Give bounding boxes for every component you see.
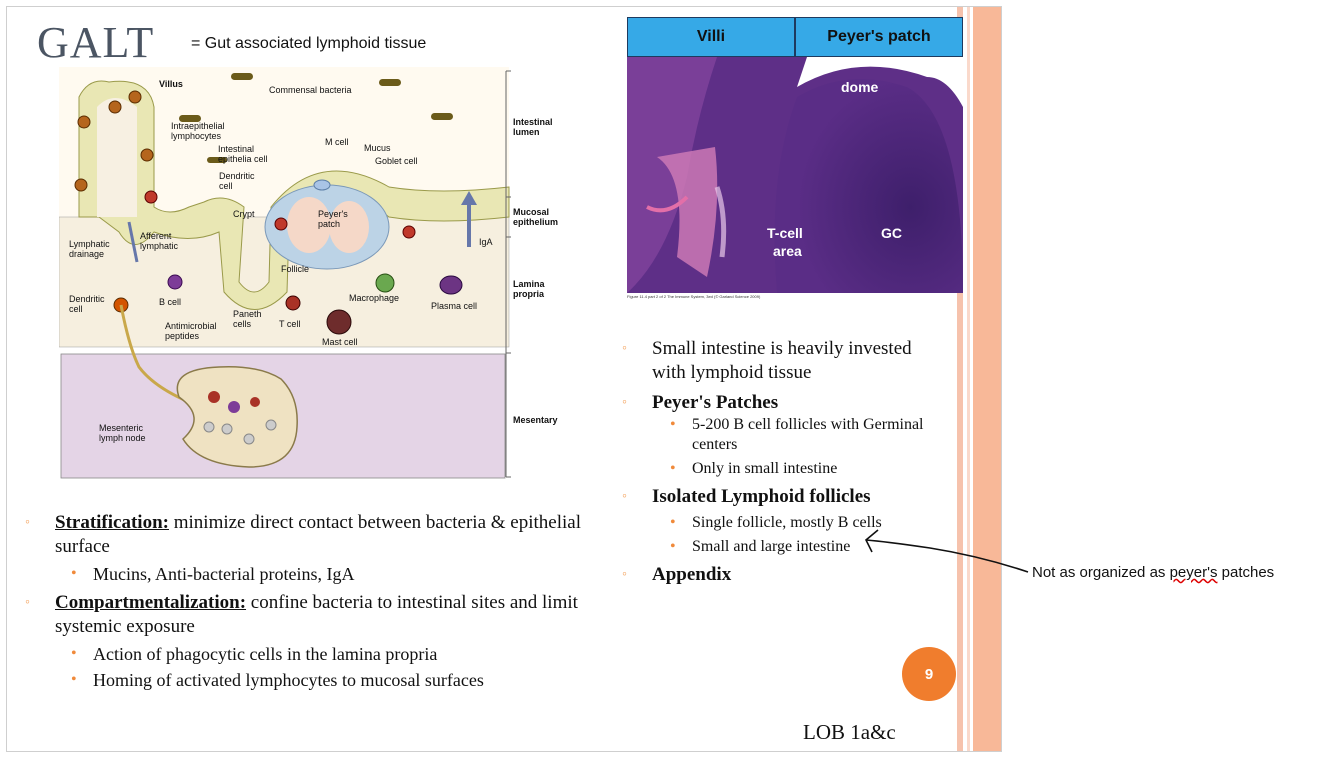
svg-text:propria: propria xyxy=(513,289,545,299)
svg-text:Mesentary: Mesentary xyxy=(513,415,558,425)
bullet-small-intestine: Small intestine is heavily invested with… xyxy=(622,337,942,385)
lob-footer: LOB 1a&c xyxy=(803,720,896,744)
sub-bullet-mucins: Mucins, Anti-bacterial proteins, IgA xyxy=(71,563,585,585)
svg-text:lymphocytes: lymphocytes xyxy=(171,131,222,141)
svg-text:Lamina: Lamina xyxy=(513,279,546,289)
svg-text:M cell: M cell xyxy=(325,137,349,147)
term-compartmentalization: Compartmentalization: xyxy=(55,592,247,613)
svg-text:lymphatic: lymphatic xyxy=(140,241,179,251)
svg-text:peptides: peptides xyxy=(165,331,200,341)
svg-text:Intestinal: Intestinal xyxy=(218,144,254,154)
svg-text:Mesenteric: Mesenteric xyxy=(99,423,144,433)
diagram-side-labels: Intestinal lumen Mucosal epithelium Lami… xyxy=(513,117,558,425)
header-villi: Villi xyxy=(627,17,795,57)
svg-text:Commensal bacteria: Commensal bacteria xyxy=(269,85,352,95)
svg-text:Antimicrobial: Antimicrobial xyxy=(165,321,217,331)
bullet-isolated-follicles: Isolated Lymphoid follicles xyxy=(622,485,882,509)
title-definition: = Gut associated lymphoid tissue xyxy=(191,35,427,52)
annotation-arrow xyxy=(865,529,1029,573)
bullet-stratification: Stratification: minimize direct contact … xyxy=(25,511,585,559)
svg-text:epithelium: epithelium xyxy=(513,217,558,227)
svg-text:cells: cells xyxy=(233,319,252,329)
sub-bullet-single-follicle: Single follicle, mostly B cells xyxy=(670,513,922,533)
svg-text:Plasma cell: Plasma cell xyxy=(431,301,477,311)
sub-bullet-homing: Homing of activated lymphocytes to mucos… xyxy=(71,669,585,691)
svg-text:cell: cell xyxy=(219,181,233,191)
svg-text:Goblet cell: Goblet cell xyxy=(375,156,418,166)
page-number-badge: 9 xyxy=(902,647,956,701)
bullet-appendix: Appendix xyxy=(622,563,942,587)
sub-bullet-phagocytic: Action of phagocytic cells in the lamina… xyxy=(71,643,585,665)
label-tcell: T-cell xyxy=(767,225,803,241)
svg-text:Mast cell: Mast cell xyxy=(322,337,358,347)
svg-text:Mucosal: Mucosal xyxy=(513,207,549,217)
label-gc: GC xyxy=(881,225,902,241)
svg-text:Mucus: Mucus xyxy=(364,143,391,153)
svg-text:Villus: Villus xyxy=(159,79,183,89)
svg-text:Paneth: Paneth xyxy=(233,309,262,319)
svg-text:cell: cell xyxy=(69,304,83,314)
histology-caption: Figure 11.4 part 2 of 2 The Immune Syste… xyxy=(627,294,761,299)
svg-text:Dendritic: Dendritic xyxy=(69,294,105,304)
left-bullet-list: Stratification: minimize direct contact … xyxy=(25,511,585,691)
galt-diagram: Villus Commensal bacteria Intraepithelia… xyxy=(59,67,511,479)
sub-bullet-only-small: Only in small intestine xyxy=(670,459,942,479)
svg-text:Dendritic: Dendritic xyxy=(219,171,255,181)
histology-image xyxy=(627,57,963,293)
svg-text:Lymphatic: Lymphatic xyxy=(69,239,110,249)
label-tcell-area: area xyxy=(773,243,802,259)
svg-text:epithelia cell: epithelia cell xyxy=(218,154,268,164)
right-bullet-list: Small intestine is heavily invested with… xyxy=(622,337,942,587)
slide: GALT = Gut associated lymphoid tissue xyxy=(6,6,1002,752)
term-stratification: Stratification: xyxy=(55,512,169,533)
svg-text:Crypt: Crypt xyxy=(233,209,255,219)
header-peyers-patch: Peyer's patch xyxy=(795,17,963,57)
svg-text:T cell: T cell xyxy=(279,319,300,329)
bullet-compartmentalization: Compartmentalization: confine bacteria t… xyxy=(25,591,585,639)
svg-text:Peyer's: Peyer's xyxy=(318,209,348,219)
bullet-peyers-patches: Peyer's Patches xyxy=(622,391,942,415)
annotation-note: Not as organized as peyer's patches xyxy=(1032,564,1275,581)
svg-text:patch: patch xyxy=(318,219,340,229)
svg-text:lumen: lumen xyxy=(513,127,540,137)
decorative-stripes xyxy=(957,7,1001,751)
svg-text:Macrophage: Macrophage xyxy=(349,293,399,303)
label-dome: dome xyxy=(841,79,879,95)
histology-header: Villi Peyer's patch xyxy=(627,17,963,57)
svg-text:B cell: B cell xyxy=(159,297,181,307)
svg-text:lymph node: lymph node xyxy=(99,433,146,443)
histology-figure: Villi Peyer's patch dome T-cell area GC … xyxy=(627,17,963,299)
svg-text:Intestinal: Intestinal xyxy=(513,117,553,127)
svg-text:Intraepithelial: Intraepithelial xyxy=(171,121,225,131)
sub-bullet-follicles: 5-200 B cell follicles with Germinal cen… xyxy=(670,415,942,455)
slide-title: GALT xyxy=(37,18,155,67)
svg-text:drainage: drainage xyxy=(69,249,104,259)
svg-text:Afferent: Afferent xyxy=(140,231,172,241)
sub-bullet-small-large: Small and large intestine xyxy=(670,537,942,557)
svg-text:Follicle: Follicle xyxy=(281,264,309,274)
svg-text:IgA: IgA xyxy=(479,237,493,247)
